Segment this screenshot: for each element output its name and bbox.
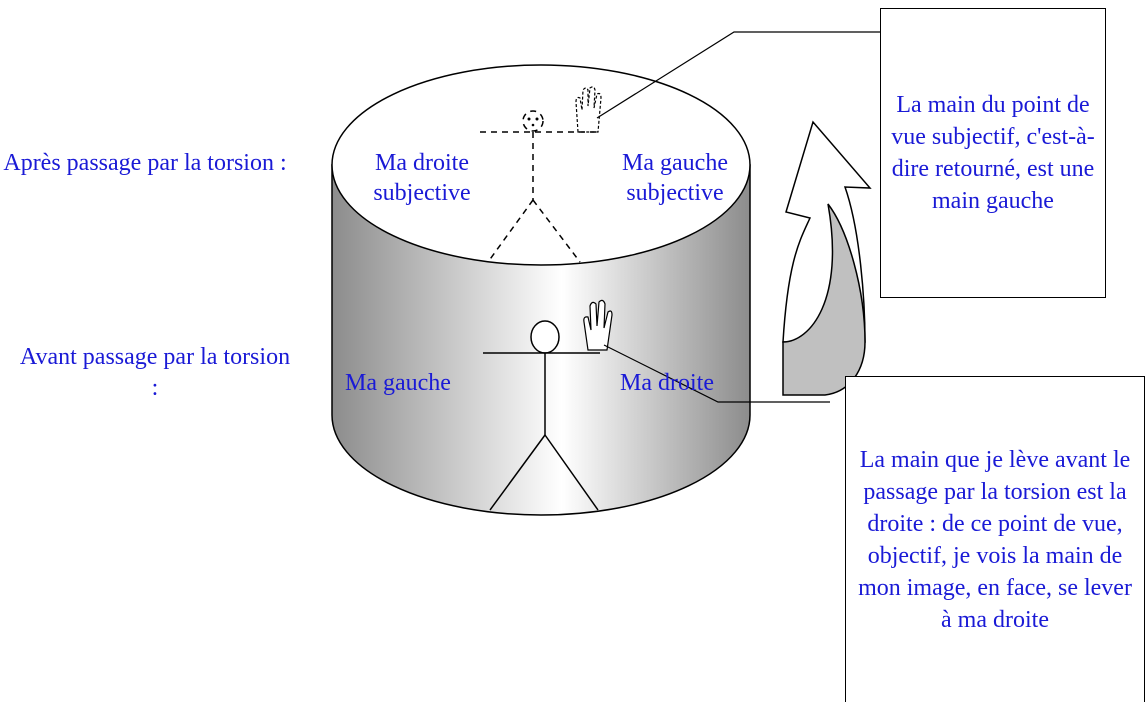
label-right-side: Ma droite xyxy=(620,370,714,396)
cylinder-top-face xyxy=(331,64,751,266)
leader-lines xyxy=(596,31,880,403)
label-left-side: Ma gauche xyxy=(345,370,451,396)
curved-arrow-icon xyxy=(782,120,872,396)
callout-raised-hand: La main que je lève avant le passage par… xyxy=(845,376,1145,702)
face-dots xyxy=(527,117,539,127)
label-left-subjective: Ma gauche subjective xyxy=(622,150,728,206)
raised-hand-icon xyxy=(575,86,602,133)
label-after-torsion: Après passage par la torsion : xyxy=(3,150,287,176)
stick-figure-solid xyxy=(483,320,600,511)
stick-figure-dashed xyxy=(480,110,597,263)
raised-hand-icon xyxy=(583,299,613,351)
label-right-subjective: Ma droite subjective xyxy=(373,150,471,206)
label-before-torsion: Avant passage par la torsion : xyxy=(19,344,291,401)
callout-subjective-hand: La main du point de vue subjectif, c'est… xyxy=(880,8,1106,298)
